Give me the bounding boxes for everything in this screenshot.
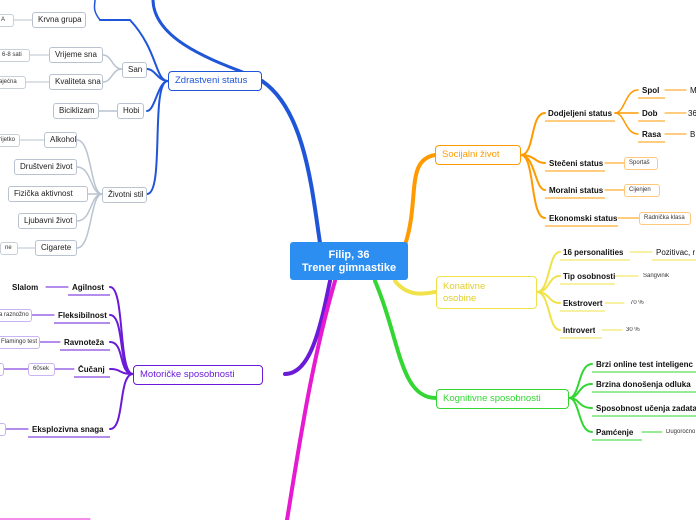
- conative-title-line2: osobine: [443, 293, 477, 304]
- introvert-value[interactable]: 30 %: [626, 327, 640, 333]
- cognitive-node[interactable]: Kognitivne sposobnosti: [436, 389, 569, 409]
- introvert-node[interactable]: Introvert: [563, 326, 596, 335]
- economic-status-value[interactable]: Radnička klasa: [639, 212, 691, 225]
- conative-node[interactable]: Konativne osobine: [436, 276, 537, 309]
- moral-status-value[interactable]: Cijenjen: [624, 184, 660, 197]
- memory-node[interactable]: Pamćenje: [596, 428, 634, 437]
- acquired-status-node[interactable]: Stečeni status: [549, 159, 604, 168]
- physical-activity-node[interactable]: Fizička aktivnost: [8, 186, 88, 202]
- central-name: Filip, 36: [328, 249, 370, 261]
- sleep-time-node[interactable]: Vrijeme sna: [49, 47, 103, 63]
- personality-type-node[interactable]: Tip osobnosti: [563, 272, 616, 281]
- balance-value[interactable]: Flamingo test: [0, 336, 40, 349]
- gender-value[interactable]: M: [690, 86, 696, 95]
- age-node[interactable]: Dob: [642, 109, 658, 118]
- personality-type-value[interactable]: Sangvinik: [643, 273, 670, 279]
- age-value[interactable]: 36: [688, 109, 696, 118]
- health-node[interactable]: Zdrastveni status: [168, 71, 262, 91]
- intelligence-test-node[interactable]: Brzi online test inteligenc: [596, 360, 693, 369]
- alcohol-node[interactable]: Alkohol: [44, 132, 77, 148]
- squat-node[interactable]: Čučanj: [78, 365, 105, 374]
- extrovert-node[interactable]: Ekstrovert: [563, 299, 603, 308]
- squat-extra-node[interactable]: [0, 363, 4, 376]
- economic-status-node[interactable]: Ekonomski status: [549, 214, 618, 223]
- explosive-extra-node[interactable]: [0, 423, 6, 436]
- squat-value[interactable]: 60sek: [28, 363, 55, 376]
- moral-status-node[interactable]: Moralni status: [549, 186, 604, 195]
- gender-node[interactable]: Spol: [642, 86, 660, 95]
- memory-value[interactable]: Dugoročno: [666, 429, 696, 435]
- blood-type-node[interactable]: Krvna grupa: [32, 12, 86, 28]
- conative-title-line1: Konativne: [443, 281, 486, 292]
- social-node[interactable]: Socijalni život: [435, 145, 521, 165]
- alcohol-value[interactable]: rijetko: [0, 134, 20, 147]
- explosive-power-node[interactable]: Eksplozivna snaga: [32, 425, 104, 434]
- learning-ability-node[interactable]: Sposobnost učenja zadata: [596, 404, 696, 413]
- social-life-node[interactable]: Društveni život: [14, 159, 77, 175]
- personalities-value[interactable]: Pozitivac, r: [656, 248, 696, 257]
- central-node[interactable]: Filip, 36 Trener gimnastike: [290, 242, 408, 280]
- decision-speed-node[interactable]: Brzina donošenja odluka: [596, 380, 691, 389]
- motor-node[interactable]: Motoričke sposobnosti: [133, 365, 263, 385]
- race-value[interactable]: B: [690, 130, 696, 139]
- central-role: Trener gimnastike: [301, 262, 397, 274]
- agility-value[interactable]: Slalom: [12, 283, 39, 292]
- personalities-node[interactable]: 16 personalities: [563, 248, 624, 257]
- extrovert-value[interactable]: 70 %: [630, 300, 644, 306]
- sleep-node[interactable]: San: [122, 62, 147, 78]
- sleep-quality-value[interactable]: ajećna: [0, 76, 26, 89]
- flexibility-value[interactable]: a raznožno: [0, 309, 32, 322]
- hobby-value[interactable]: Biciklizam: [53, 103, 99, 119]
- race-node[interactable]: Rasa: [642, 130, 662, 139]
- blood-type-value[interactable]: A: [0, 14, 14, 27]
- love-life-node[interactable]: Ljubavni život: [18, 213, 77, 229]
- cigarettes-value[interactable]: ne: [0, 242, 18, 255]
- cigarettes-node[interactable]: Cigarete: [35, 240, 77, 256]
- flexibility-node[interactable]: Fleksibilnost: [58, 311, 107, 320]
- lifestyle-node[interactable]: Životni stil: [102, 187, 147, 203]
- hobby-node[interactable]: Hobi: [117, 103, 144, 119]
- sleep-time-value[interactable]: 6-8 sati: [0, 49, 30, 62]
- balance-node[interactable]: Ravnoteža: [64, 338, 105, 347]
- agility-node[interactable]: Agilnost: [72, 283, 104, 292]
- acquired-status-value[interactable]: Sportaš: [624, 157, 658, 170]
- assigned-status-node[interactable]: Dodjeljeni status: [548, 109, 613, 118]
- sleep-quality-node[interactable]: Kvaliteta sna: [49, 74, 103, 90]
